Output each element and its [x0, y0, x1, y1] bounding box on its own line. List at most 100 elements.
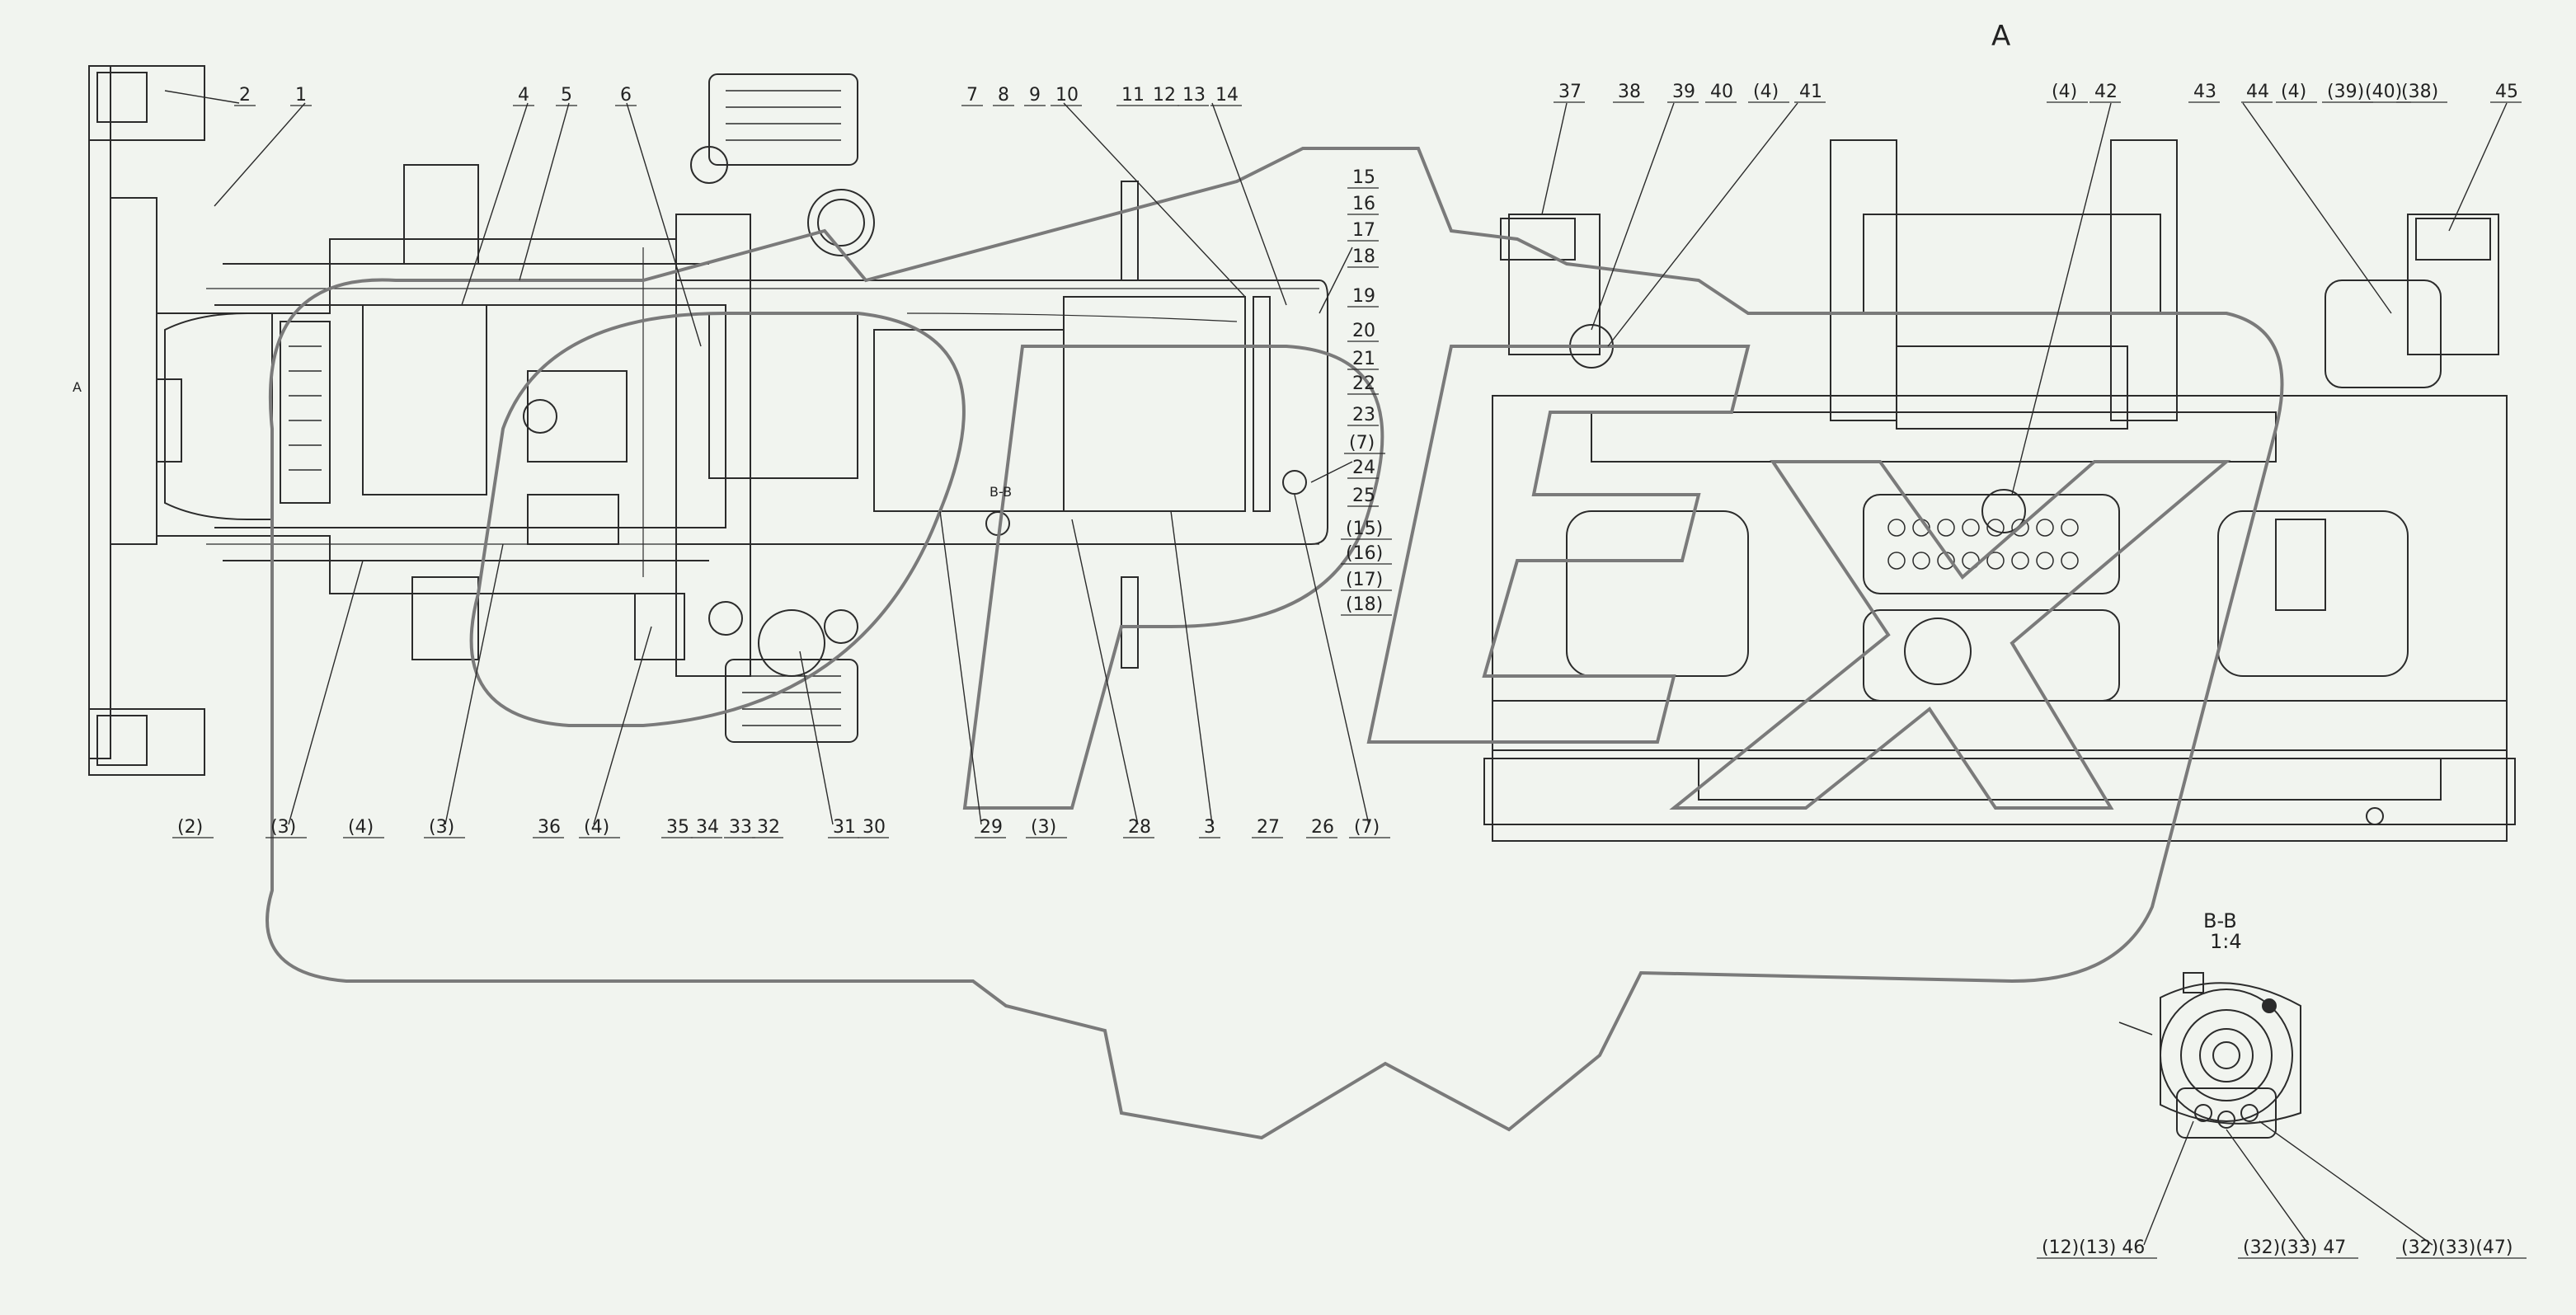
view-a: [1483, 139, 2516, 842]
callout-top-right-13: (40): [2365, 82, 2402, 102]
callout-top-left-6: 7: [966, 85, 978, 106]
callout-bottom-left-4: (3): [429, 817, 454, 838]
hydraulic-cap: [758, 609, 825, 677]
engine-head: [873, 329, 1065, 512]
callout-right-column-1: 15: [1352, 167, 1375, 188]
cab-beam: [1863, 214, 2161, 314]
pump-pulley: [1981, 489, 2026, 533]
tank: [362, 304, 487, 495]
callout-bottom-left-3: (4): [348, 817, 374, 838]
letter-o: [469, 312, 966, 727]
lower-valve-block: [527, 494, 619, 545]
callout-bottom-left-11: 31: [833, 817, 856, 838]
callout-right-column-12: 25: [1352, 486, 1375, 506]
terminal-w: [2240, 1104, 2259, 1122]
left-pillar: [1508, 214, 1601, 355]
radiator: [1253, 296, 1271, 512]
callout-top-left-12: 13: [1182, 85, 1206, 106]
callout-bottom-left-10: 32: [757, 817, 780, 838]
callout-top-left-3: 4: [518, 85, 529, 106]
callout-section-3: (32)(33)(47): [2401, 1238, 2513, 1258]
pump-unit: [527, 370, 628, 463]
callout-right-column-14: (16): [1346, 543, 1383, 564]
callout-right-column-7: 21: [1352, 349, 1375, 369]
callout-bottom-left-5: 36: [538, 817, 561, 838]
terminal-v: [2217, 1111, 2235, 1129]
gear-outline: [266, 147, 2284, 1140]
filter: [1282, 470, 1307, 495]
callout-right-column-10: (7): [1349, 433, 1375, 453]
callout-bottom-left-19: (7): [1354, 817, 1380, 838]
callout-right-column-2: 16: [1352, 194, 1375, 214]
right-pillar: [2407, 214, 2499, 355]
left-cylinder-housing: [1566, 510, 1749, 677]
callout-top-right-1: 37: [1558, 82, 1582, 102]
callout-bottom-left-7: 35: [666, 817, 689, 838]
radiator-shroud: [1063, 296, 1246, 512]
callout-top-right-15: 45: [2495, 82, 2518, 102]
callout-bottom-left-2: (3): [270, 817, 296, 838]
callout-right-column-16: (18): [1346, 594, 1383, 615]
callout-right-column-4: 18: [1352, 247, 1375, 267]
callout-bottom-left-18: 26: [1311, 817, 1334, 838]
cab-post-left: [1830, 139, 1897, 421]
opex-watermark: [266, 147, 2284, 1140]
callout-top-left-5: 6: [620, 85, 632, 106]
fuel-tank-cap: [807, 189, 875, 256]
callout-bottom-left-15: 28: [1128, 817, 1151, 838]
callout-top-right-9: 43: [2193, 82, 2216, 102]
callout-bottom-left-14: (3): [1031, 817, 1056, 838]
letter-p: [962, 345, 1384, 810]
callout-bottom-left-13: 29: [980, 817, 1003, 838]
callout-top-right-8: 42: [2094, 82, 2118, 102]
cylinder: [2275, 519, 2326, 611]
callout-section-1: (12)(13) 46: [2042, 1238, 2145, 1258]
callout-top-left-4: 5: [561, 85, 572, 106]
connector: [2183, 972, 2204, 993]
callout-top-right-4: 40: [1710, 82, 1733, 102]
callout-right-column-6: 20: [1352, 321, 1375, 341]
callout-bottom-left-12: 30: [863, 817, 886, 838]
counterweight-base: [1698, 758, 2442, 801]
callout-section-2: (32)(33) 47: [2243, 1238, 2346, 1258]
callout-top-left-2: 1: [295, 85, 307, 106]
cab-post-right: [2110, 139, 2178, 421]
frame-outline: [1492, 395, 2508, 842]
callout-top-left-9: 10: [1055, 85, 1079, 106]
terminal-block: [2176, 1087, 2277, 1139]
top-view: [88, 65, 1328, 776]
engine-block: [708, 312, 858, 479]
callout-top-right-11: (4): [2281, 82, 2306, 102]
callout-top-right-3: 39: [1672, 82, 1695, 102]
callout-bottom-left-8: 34: [696, 817, 719, 838]
view-a-arrow-label: A: [73, 379, 82, 395]
callout-top-right-14: (38): [2401, 82, 2438, 102]
callout-top-right-12: (39): [2327, 82, 2364, 102]
upper-tine-holder: [88, 65, 205, 141]
view-titles: A B-B 1:4 A B-B: [73, 20, 2242, 953]
callout-right-column-15: (17): [1346, 570, 1383, 590]
engine-lower: [1863, 609, 2120, 702]
callout-right-column-13: (15): [1346, 519, 1383, 539]
callout-top-left-7: 8: [998, 85, 1009, 106]
chassis-outline: [156, 238, 1328, 594]
terminal-u: [2194, 1104, 2212, 1122]
letter-x: [1669, 460, 2231, 810]
lower-tine-holder: [88, 708, 205, 776]
cross-member: [1591, 411, 2277, 463]
callout-bottom-left-17: 27: [1257, 817, 1280, 838]
leader-lines: [164, 90, 2508, 1246]
callout-top-left-1: 2: [239, 85, 251, 106]
callout-right-column-8: 22: [1352, 373, 1375, 394]
callout-top-left-8: 9: [1029, 85, 1041, 106]
callout-right-column-11: 24: [1352, 458, 1375, 478]
callout-top-right-6: 41: [1799, 82, 1822, 102]
bb-cut-marker: B-B: [990, 484, 1012, 500]
section-bb: [2118, 972, 2301, 1139]
callout-top-right-7: (4): [2052, 82, 2077, 102]
upper-step: [708, 73, 858, 166]
callout-top-left-10: 11: [1121, 85, 1145, 106]
